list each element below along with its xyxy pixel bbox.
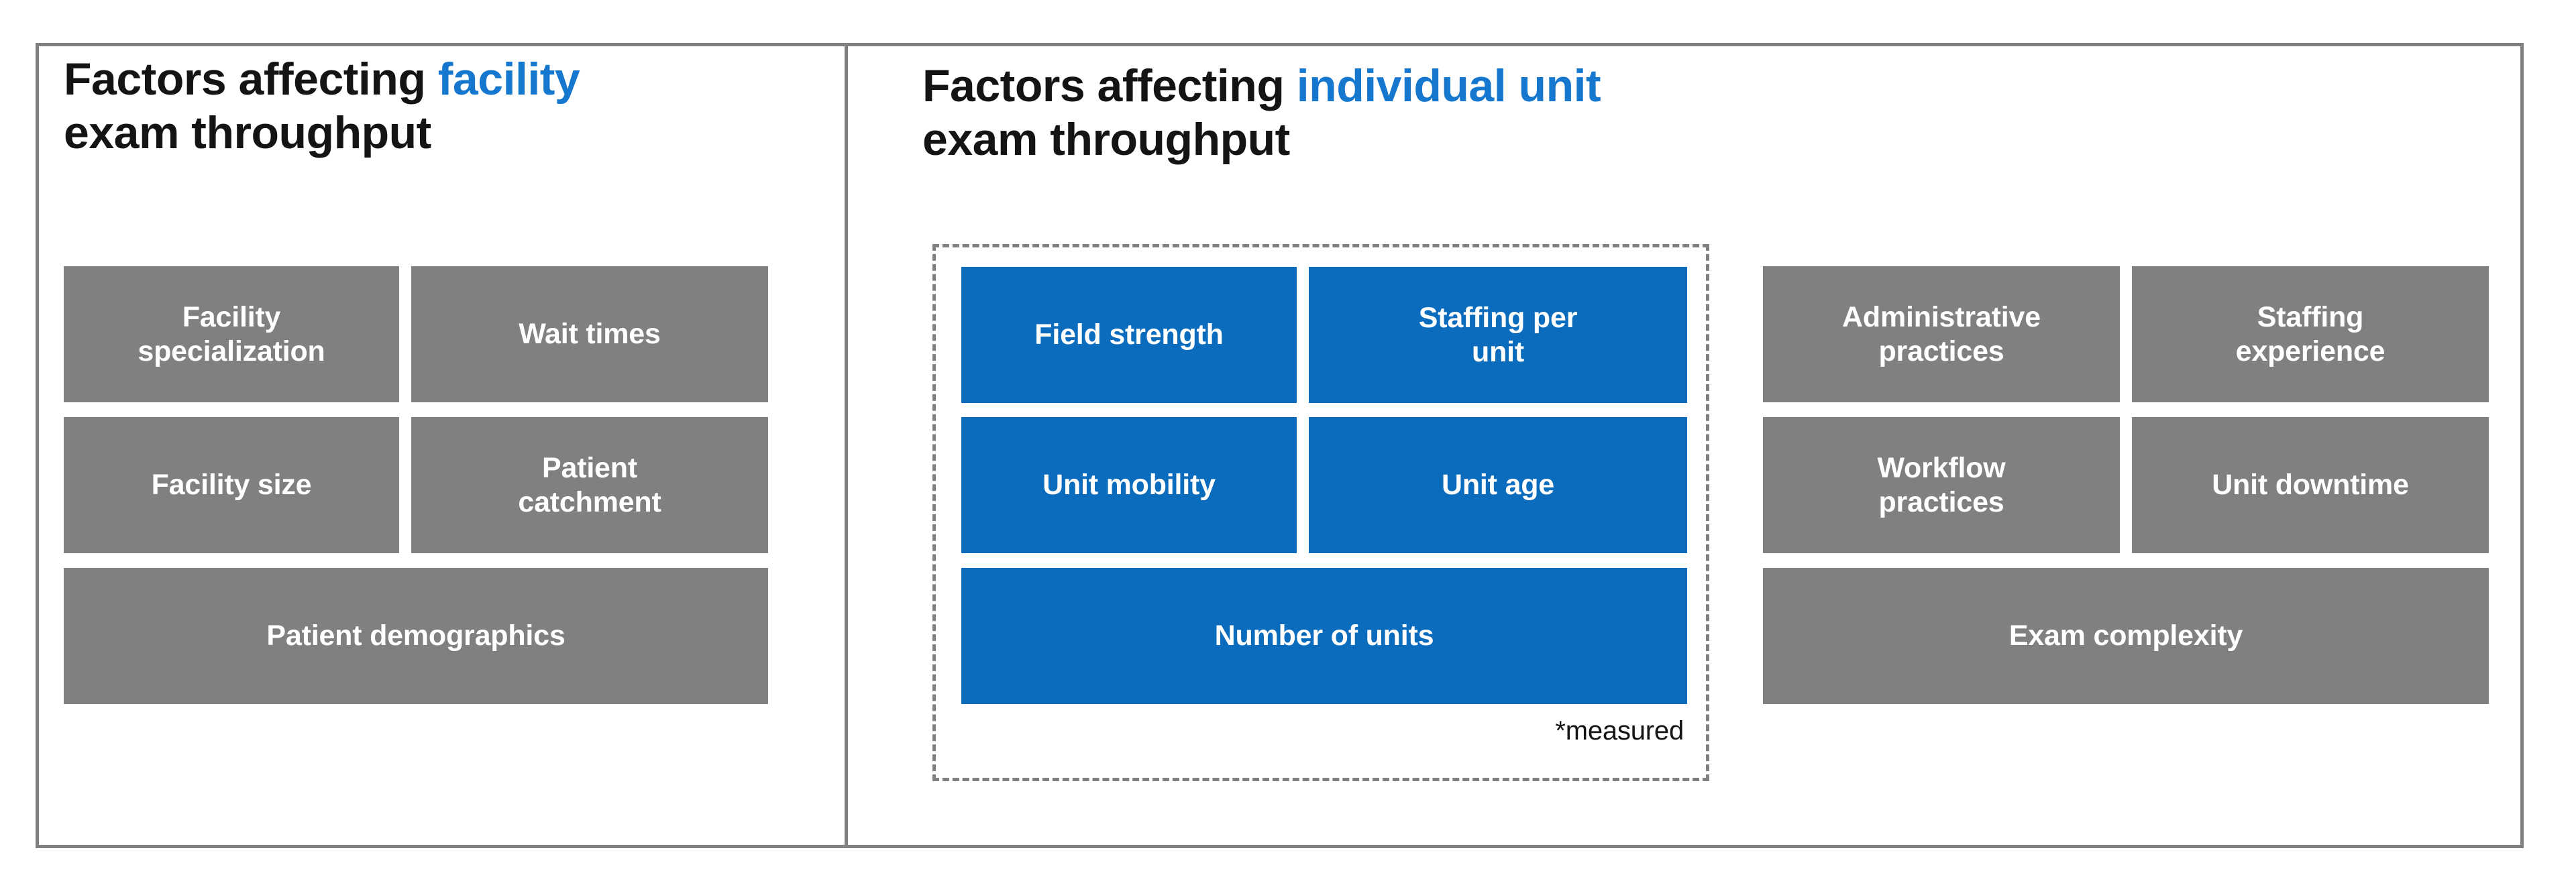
factor-box-patient-demographics[interactable]: Patient demographics: [64, 568, 768, 704]
factor-box-number-of-units[interactable]: Number of units: [961, 568, 1687, 704]
factor-box-administrative-practices[interactable]: Administrative practices: [1763, 266, 2120, 402]
factor-box-facility-size[interactable]: Facility size: [64, 417, 399, 553]
factor-box-exam-complexity[interactable]: Exam complexity: [1763, 568, 2489, 704]
factor-box-unit-downtime[interactable]: Unit downtime: [2132, 417, 2489, 553]
factor-box-workflow-practices[interactable]: Workflow practices: [1763, 417, 2120, 553]
measured-note: *measured: [1555, 716, 1684, 746]
unit-title-highlight: individual unit: [1296, 60, 1601, 111]
unit-title-line2: exam throughput: [922, 114, 1290, 166]
factor-box-unit-mobility[interactable]: Unit mobility: [961, 417, 1297, 553]
unit-title-prefix: Factors affecting: [922, 60, 1297, 111]
measured-factors-group: *measured: [932, 244, 1709, 781]
factor-box-staffing-experience[interactable]: Staffing experience: [2132, 266, 2489, 402]
factor-box-unit-age[interactable]: Unit age: [1309, 417, 1687, 553]
facility-title-line2: exam throughput: [64, 107, 431, 159]
panel-divider: [845, 43, 848, 848]
factor-box-wait-times[interactable]: Wait times: [411, 266, 768, 402]
factor-box-patient-catchment[interactable]: Patient catchment: [411, 417, 768, 553]
facility-title-highlight: facility: [437, 54, 580, 105]
factor-box-field-strength[interactable]: Field strength: [961, 267, 1297, 403]
factor-box-facility-specialization[interactable]: Facility specialization: [64, 266, 399, 402]
factor-box-staffing-per-unit[interactable]: Staffing per unit: [1309, 267, 1687, 403]
facility-title-prefix: Factors affecting: [64, 54, 438, 105]
